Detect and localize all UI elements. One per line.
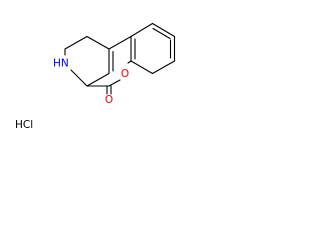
nitrogen-label: HN [53, 58, 69, 70]
bond [130, 22, 154, 38]
carbonyl-oxygen-label: O [105, 94, 113, 106]
bond [108, 35, 132, 50]
ring-oxygen-label: O [121, 68, 129, 80]
bond [86, 72, 110, 87]
benzene-ring [130, 22, 176, 75]
structure-diagram: HN O O HCl [15, 22, 176, 131]
bond [70, 69, 88, 87]
salt-label: HCl [15, 119, 33, 131]
bond [86, 35, 110, 50]
bond [127, 60, 132, 64]
carbonyl-group [86, 85, 112, 95]
pyranone-ring [86, 35, 132, 87]
bond [151, 60, 176, 75]
bond [151, 22, 176, 38]
double-bond-inner [152, 27, 171, 40]
bond [108, 79, 121, 87]
bond [130, 60, 154, 75]
piperidine-ring [64, 35, 110, 87]
bond [64, 35, 88, 50]
